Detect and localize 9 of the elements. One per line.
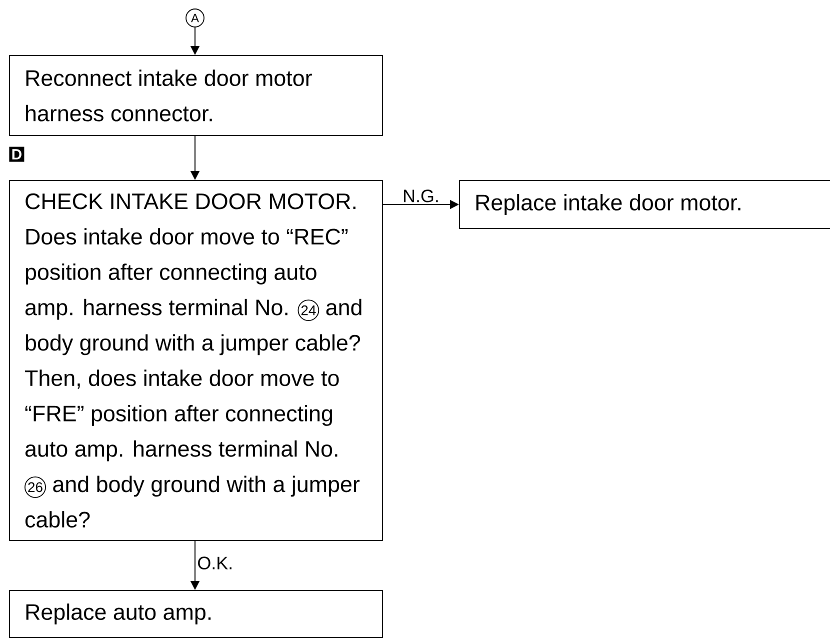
edge-label: N.G. [404,190,438,202]
process-box: Replace auto amp. [9,590,383,638]
section-letter: D [9,146,24,162]
decision-box: CHECK INTAKE DOOR MOTOR. Does intake door move to “REC” position after connecting auto amp. harness terminal No. 24 and body ground with a jumper cable? Then, does intake door move to “FRE” position after connecting auto amp. harness terminal No. 26 and body ground with a jumper cable? [9,180,383,541]
circled-number: 26 [24,476,46,498]
process-box: Reconnect intake door motor harness connector. [9,55,383,136]
circled-number: 24 [298,300,320,321]
process-box: Replace intake door motor. [459,180,830,229]
edge-label: O.K. [198,556,232,570]
